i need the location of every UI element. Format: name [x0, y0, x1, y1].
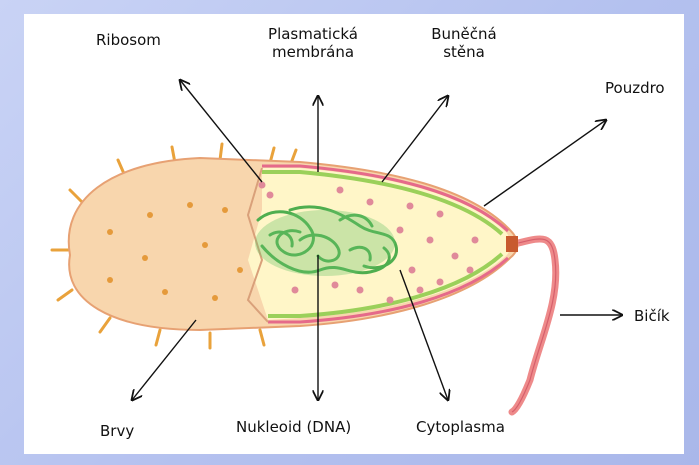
flagellum — [512, 239, 556, 412]
arrow-brvy — [132, 320, 196, 400]
label-pouzdro: Pouzdro — [605, 79, 665, 97]
pole-tip — [506, 236, 518, 252]
label-bunecna-stena: Buněčná stěna — [418, 25, 510, 61]
label-plasmaticka-line2: membrána — [258, 43, 368, 61]
label-ribosom: Ribosom — [96, 31, 161, 49]
nucleoid-region — [255, 210, 395, 276]
label-bunecna-line2: stěna — [418, 43, 510, 61]
arrow-bunecna-stena — [382, 96, 448, 182]
label-bunecna-line1: Buněčná — [418, 25, 510, 43]
label-plasmaticka-membrana: Plasmatická membrána — [258, 25, 368, 61]
arrow-pouzdro — [484, 120, 606, 206]
label-bicik: Bičík — [634, 307, 670, 325]
label-cytoplasma: Cytoplasma — [416, 418, 505, 436]
label-brvy: Brvy — [100, 422, 134, 440]
label-nukleoid: Nukleoid (DNA) — [236, 418, 351, 436]
label-plasmaticka-line1: Plasmatická — [258, 25, 368, 43]
